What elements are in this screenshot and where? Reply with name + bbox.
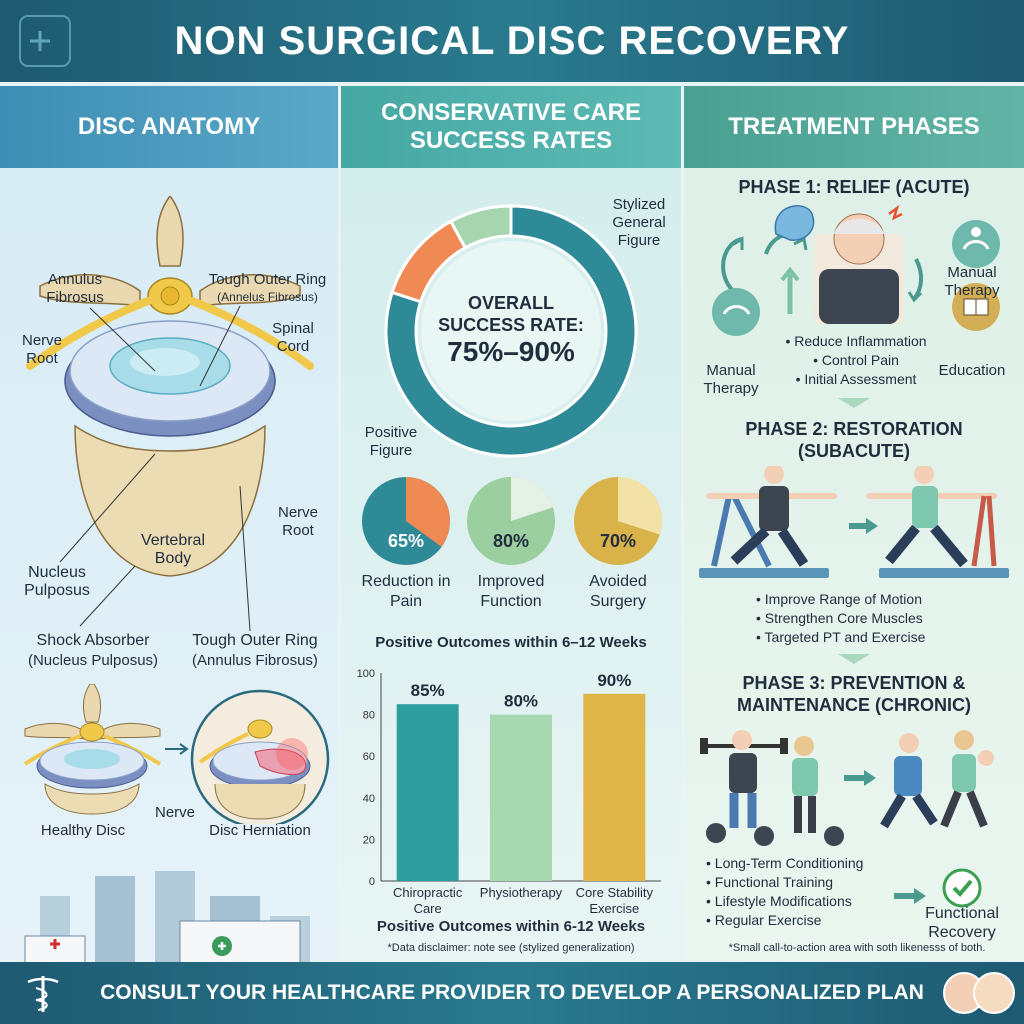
avoided-surgery-donut <box>574 477 662 565</box>
avoided-surgery-label: Avoided Surgery <box>589 573 647 610</box>
success-title: CONSERVATIVE CARE SUCCESS RATES <box>341 86 681 168</box>
down-arrow-icon <box>838 398 870 408</box>
caduceus-icon <box>27 976 59 1012</box>
outcomes-bar-chart: 0 20 40 60 80 100 85% 80% 90% <box>357 668 661 888</box>
phase3-title: PHASE 3: PREVENTION & MAINTENANCE (CHRON… <box>737 673 971 715</box>
functional-recovery-label: Functional Recovery <box>925 905 999 941</box>
data-disclaimer: *Data disclaimer: note see (stylized gen… <box>387 942 635 954</box>
phase3-bullets: • Long-Term Conditioning • Functional Tr… <box>706 854 906 930</box>
phase1-title: PHASE 1: RELIEF (ACUTE) <box>738 177 970 197</box>
manual-therapy-label-left: Manual Therapy <box>703 362 759 397</box>
label-tough-ring-sub: (Annelus Fibrosus) <box>217 290 318 304</box>
small-donut-slice <box>618 477 662 535</box>
label-healthy-disc: Healthy Disc <box>40 822 126 839</box>
bar <box>583 693 646 881</box>
disc-comparison-illustration <box>23 684 330 824</box>
y-tick-label: 80 <box>363 710 375 722</box>
label-positive-figure: Positive Figure <box>364 424 418 459</box>
improved-function-label: Improved Function <box>477 573 545 610</box>
y-tick-label: 20 <box>363 834 375 846</box>
label-shock-absorber-sub: (Nucleus Pulposus) <box>27 652 159 669</box>
phase2-bullet: • Targeted PT and Exercise <box>756 629 926 645</box>
page-title: NON SURGICAL DISC RECOVERY <box>174 18 850 63</box>
phase3-bullet: • Long-Term Conditioning <box>706 855 864 871</box>
anatomy-column: DISC ANATOMY Annulus Fibrosus Tough Oute… <box>0 86 338 1024</box>
phases-column: TREATMENT PHASES PHASE 1: RELIEF (ACUTE)… <box>684 86 1024 960</box>
label-nerve: Nerve <box>154 804 195 821</box>
x-tick-label: Physiotherapy <box>479 885 563 900</box>
improved-function-donut <box>467 477 555 565</box>
phase1-bullet: • Reduce Inflammation <box>785 333 927 349</box>
bar-value-label: 80% <box>504 692 538 711</box>
label-spinal-cord: Spinal Cord <box>272 320 314 355</box>
pain-reduction-donut <box>362 477 450 565</box>
success-column: CONSERVATIVE CARE SUCCESS RATES Stylized… <box>341 86 681 960</box>
phase2-bullet: • Strengthen Core Muscles <box>756 610 923 626</box>
avatar <box>943 972 1015 1014</box>
donut-center <box>421 241 601 421</box>
bar-value-label: 85% <box>411 681 445 700</box>
label-stylized-figure: Stylized General Figure <box>612 196 666 249</box>
phases-title: TREATMENT PHASES <box>684 86 1024 168</box>
y-tick-label: 60 <box>363 751 375 763</box>
phase1-bullets: • Reduce Inflammation • Control Pain • I… <box>776 332 936 389</box>
phase3-bullet: • Regular Exercise <box>706 912 822 928</box>
label-vertebral-body: Vertebral Body <box>140 532 206 567</box>
phase2-bullet: • Improve Range of Motion <box>756 591 922 607</box>
label-nucleus: Nucleus Pulposus <box>24 564 90 599</box>
phase3-illustration <box>700 730 994 846</box>
education-label: Education <box>938 362 1006 379</box>
label-tough-ring-2-sub: (Annulus Fibrosus) <box>192 652 318 669</box>
label-nerve-root-right: Nerve Root <box>277 504 318 539</box>
manual-therapy-label-right: Manual Therapy <box>944 264 1000 299</box>
y-tick-label: 40 <box>363 793 375 805</box>
page-header: NON SURGICAL DISC RECOVERY <box>0 0 1024 82</box>
label-annulus: Annulus Fibrosus <box>46 271 104 306</box>
vertebra-illustration <box>26 196 314 577</box>
y-tick-label: 100 <box>357 668 375 680</box>
phase2-illustration <box>699 466 1009 578</box>
y-tick-label: 0 <box>369 876 375 888</box>
label-nerve-root-left: Nerve Root <box>21 332 62 367</box>
bar <box>396 704 459 881</box>
down-arrow-icon <box>838 654 870 664</box>
chart-caption: Positive Outcomes within 6-12 Weeks <box>376 918 646 935</box>
label-tough-ring: Tough Outer Ring <box>208 271 327 288</box>
bar-value-label: 90% <box>597 671 631 690</box>
phase3-bullet: • Lifestyle Modifications <box>706 893 852 909</box>
chart-title: Positive Outcomes within 6–12 Weeks <box>375 634 647 651</box>
phase2-bullets: • Improve Range of Motion • Strengthen C… <box>756 590 976 647</box>
phase2-title: PHASE 2: RESTORATION (SUBACUTE) <box>745 419 963 461</box>
footer-banner: CONSULT YOUR HEALTHCARE PROVIDER TO DEVE… <box>0 962 1024 1024</box>
bar <box>490 714 552 881</box>
small-donut-slice <box>406 477 450 547</box>
donut-segment-0 <box>384 204 638 458</box>
overall-success-title: OVERALL SUCCESS RATE: <box>438 293 584 335</box>
label-tough-ring-2: Tough Outer Ring <box>192 632 318 649</box>
phase1-illustration <box>712 204 1000 336</box>
overall-success-value: 75%–90% <box>447 336 575 367</box>
pain-reduction-pct: 65% <box>387 531 425 551</box>
anatomy-title: DISC ANATOMY <box>0 86 338 168</box>
small-donut-slice <box>511 477 553 521</box>
label-shock-absorber: Shock Absorber <box>36 632 150 649</box>
phase1-bullet: • Initial Assessment <box>795 371 917 387</box>
x-tick-label: Chiropractic Care <box>392 885 463 916</box>
improved-function-pct: 80% <box>492 531 530 551</box>
label-disc-herniation: Disc Herniation <box>209 822 311 839</box>
medical-icon <box>19 15 71 67</box>
overall-donut-chart <box>384 204 638 458</box>
x-tick-label: Core Stability Exercise <box>575 885 653 916</box>
pain-reduction-label: Reduction in Pain <box>361 573 451 610</box>
phase3-bullet: • Functional Training <box>706 874 834 890</box>
recovery-arrow-icon <box>894 868 982 908</box>
avoided-surgery-pct: 70% <box>599 531 637 551</box>
donut-segment-2 <box>448 204 513 250</box>
cta-note: *Small call-to-action area with soth lik… <box>728 942 986 954</box>
phase1-bullet: • Control Pain <box>813 352 899 368</box>
leader-lines <box>59 305 251 632</box>
footer-text: CONSULT YOUR HEALTHCARE PROVIDER TO DEVE… <box>100 981 924 1004</box>
